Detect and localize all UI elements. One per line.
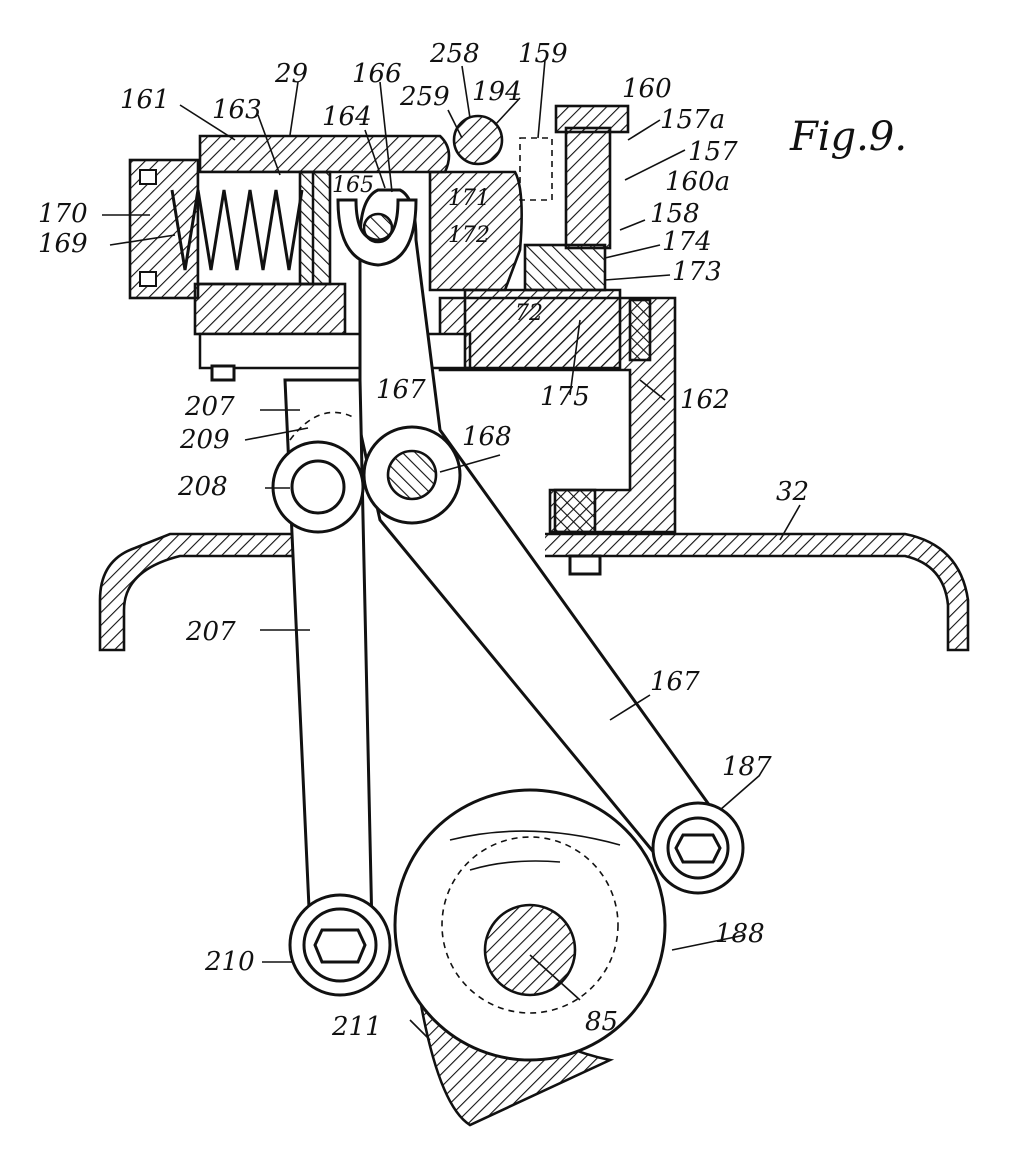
label-165: 165 <box>332 173 374 198</box>
pivot-208 <box>271 440 365 534</box>
roller-194 <box>452 114 504 166</box>
guide-159 <box>519 137 553 201</box>
spring-seat-163 <box>298 170 332 286</box>
label-162: 162 <box>680 385 730 415</box>
bolt-block <box>553 488 597 534</box>
label-157a: 157a <box>660 105 725 135</box>
label-259: 259 <box>399 82 450 112</box>
cam-inner-track <box>441 836 619 1014</box>
roller-187-hub <box>666 816 730 880</box>
label-85: 85 <box>585 1007 618 1037</box>
label-160: 160 <box>622 74 672 104</box>
label-159: 159 <box>518 39 568 69</box>
bolt-187 <box>674 833 722 864</box>
small-screw <box>628 298 652 362</box>
pin-165 <box>362 212 394 244</box>
label-208: 208 <box>177 472 228 502</box>
roller-210-hub <box>302 907 378 983</box>
leader-lines <box>102 59 801 1041</box>
pin-168 <box>386 449 438 501</box>
arc-209 <box>289 411 356 441</box>
label-167-lower: 167 <box>650 667 700 697</box>
lower-block <box>193 282 347 336</box>
slide-174 <box>523 243 607 292</box>
shaft-85 <box>483 903 577 997</box>
label-161: 161 <box>120 85 170 115</box>
label-207-lower: 207 <box>185 617 236 647</box>
label-157: 157 <box>688 137 738 167</box>
label-166: 166 <box>352 59 402 89</box>
rail-bolt <box>210 364 236 382</box>
cap-notch-top <box>139 169 157 185</box>
cap-notch-bottom <box>139 271 157 287</box>
label-258: 258 <box>429 39 480 69</box>
label-164: 164 <box>322 102 372 132</box>
base-plate-32 <box>98 532 970 652</box>
label-207-upper: 207 <box>184 392 235 422</box>
roller-187 <box>651 801 745 895</box>
label-169: 169 <box>38 229 88 259</box>
label-194: 194 <box>472 77 522 107</box>
reference-labels: 161 29 163 166 164 258 259 194 159 160 1… <box>38 39 809 1042</box>
label-172: 172 <box>448 223 490 248</box>
plunger-157 <box>564 126 612 250</box>
label-167-upper: 167 <box>376 375 426 405</box>
label-32: 32 <box>776 477 809 507</box>
label-171: 171 <box>448 186 490 211</box>
label-170: 170 <box>38 199 88 229</box>
label-209: 209 <box>179 425 230 455</box>
label-188: 188 <box>715 919 765 949</box>
block-171-172 <box>428 170 523 292</box>
label-211: 211 <box>331 1012 382 1042</box>
cam-arrow-outer <box>449 830 621 846</box>
pivot-208-hub <box>290 459 346 515</box>
label-158: 158 <box>650 199 700 229</box>
top-block-161 <box>198 134 451 174</box>
screw-head <box>568 554 602 576</box>
label-187: 187 <box>722 752 772 782</box>
label-72: 72 <box>515 301 543 326</box>
label-173: 173 <box>672 257 722 287</box>
label-174: 174 <box>662 227 712 257</box>
label-163: 163 <box>212 95 262 125</box>
label-210: 210 <box>204 947 255 977</box>
spring-169 <box>170 189 304 271</box>
label-29: 29 <box>274 59 308 89</box>
label-168: 168 <box>462 422 512 452</box>
figure-title: Fig.9. <box>789 114 907 160</box>
label-160a: 160a <box>665 167 730 197</box>
bolt-210 <box>313 928 367 964</box>
cap-160 <box>554 104 630 134</box>
cam-arrow-inner <box>469 860 561 871</box>
label-175: 175 <box>540 382 590 412</box>
